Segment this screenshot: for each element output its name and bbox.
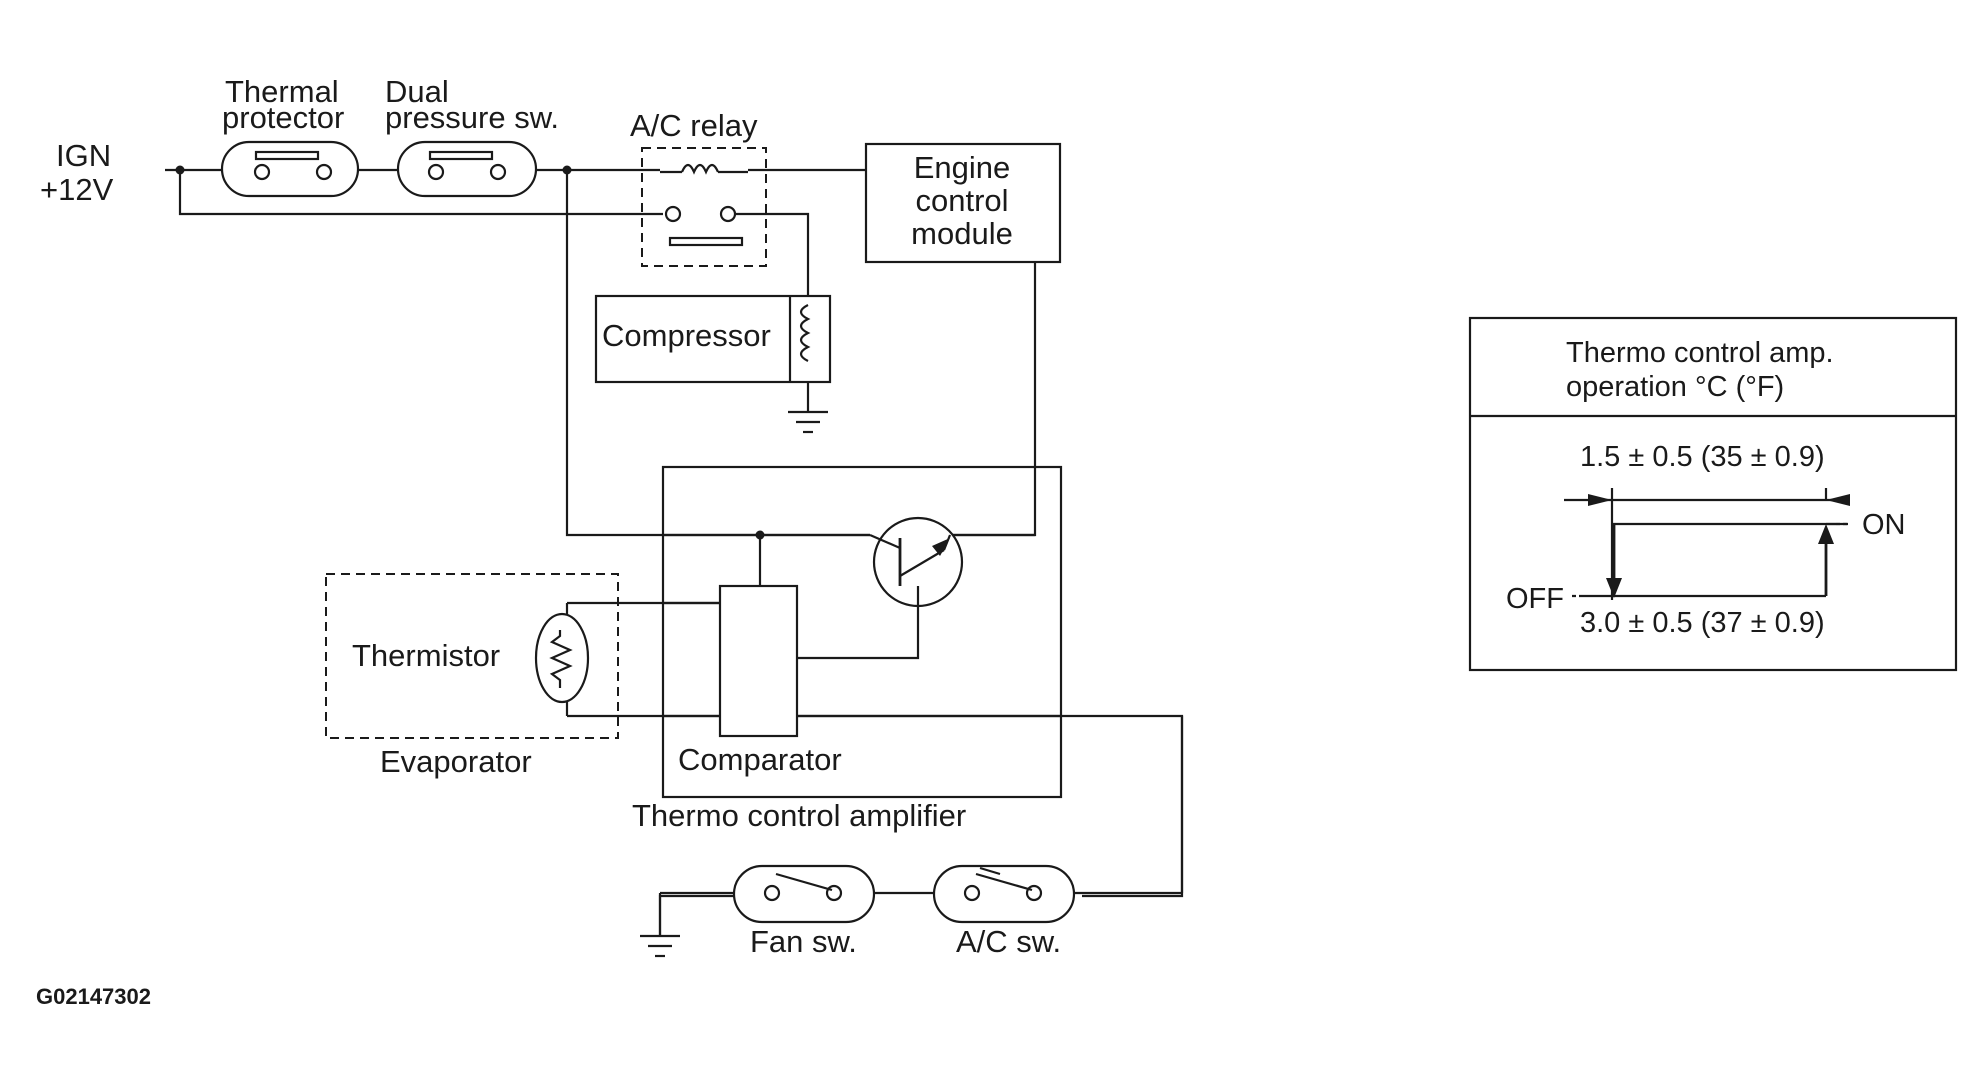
on-threshold-label: 1.5 ± 0.5 (35 ± 0.9) xyxy=(1580,441,1825,473)
evaporator-box xyxy=(325,573,619,739)
thermo-amp-label: Thermo control amplifier xyxy=(632,798,966,833)
hysteresis-graph xyxy=(1564,488,1850,600)
comparator-label: Comparator xyxy=(678,742,842,777)
off-label: OFF xyxy=(1506,583,1564,615)
dual-pressure-switch xyxy=(396,140,538,198)
ecm-label-1: Engine xyxy=(914,150,1011,185)
thermal-protector-label-2: protector xyxy=(222,100,344,135)
ground-icon xyxy=(788,410,828,434)
ign-voltage-label: +12V xyxy=(40,172,114,207)
table-header-1: Thermo control amp. xyxy=(1566,337,1834,369)
engine-control-module xyxy=(864,142,1062,264)
evaporator-label: Evaporator xyxy=(380,744,532,779)
thermal-protector-label-1: Thermal xyxy=(225,74,339,109)
compressor-label: Compressor xyxy=(602,318,771,353)
thermistor-icon xyxy=(534,612,590,704)
ecm-label-3: module xyxy=(911,216,1013,251)
comparator xyxy=(718,584,799,738)
fan-switch-label: Fan sw. xyxy=(750,924,857,959)
figure-code: G02147302 xyxy=(36,984,151,1009)
thermo-amp-operation-table xyxy=(1468,316,1958,672)
ac-relay-label: A/C relay xyxy=(630,108,758,143)
dual-pressure-label-1: Dual xyxy=(385,74,449,109)
off-threshold-label: 3.0 ± 0.5 (37 ± 0.9) xyxy=(1580,607,1825,639)
ac-relay xyxy=(641,147,767,267)
thermo-control-amplifier-box xyxy=(661,465,1063,799)
thermistor-label: Thermistor xyxy=(352,638,500,673)
ac-switch xyxy=(932,864,1076,924)
dual-pressure-label-2: pressure sw. xyxy=(385,100,559,135)
on-label: ON xyxy=(1862,509,1906,541)
transistor-icon xyxy=(869,516,964,608)
table-header-2: operation °C (°F) xyxy=(1566,371,1784,403)
ecm-label-2: control xyxy=(915,183,1008,218)
ground-icon xyxy=(640,934,680,958)
ign-label: IGN xyxy=(56,138,111,173)
thermal-protector xyxy=(220,140,360,198)
compressor xyxy=(594,294,832,384)
fan-switch xyxy=(732,864,876,924)
ac-switch-label: A/C sw. xyxy=(956,924,1061,959)
